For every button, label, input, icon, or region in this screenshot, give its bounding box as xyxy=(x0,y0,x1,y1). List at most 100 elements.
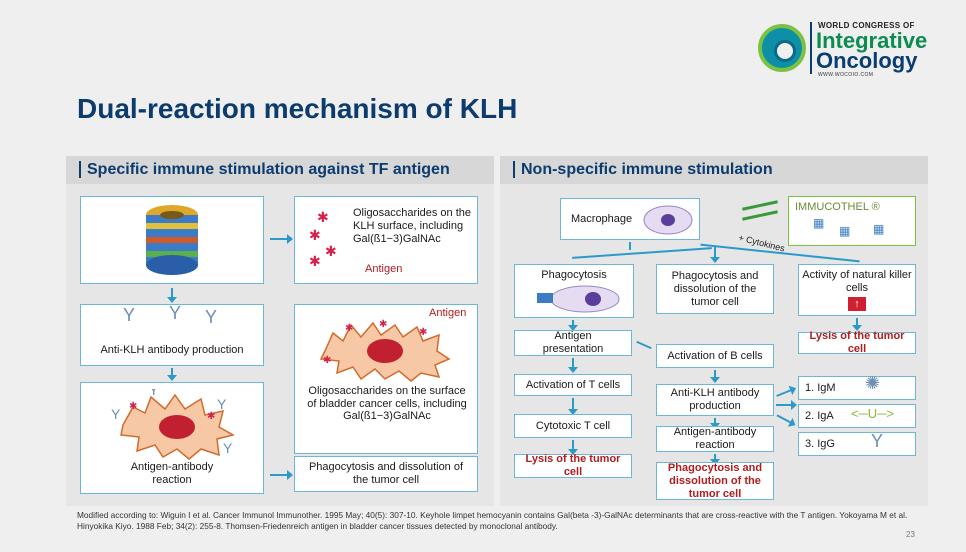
klh-molecule-icon: ▦ xyxy=(873,222,885,236)
left-phagocytosis-box: Phagocytosis and dissolution of the tumo… xyxy=(294,456,478,492)
arrow-cytotoxic-to-lysis xyxy=(568,440,578,455)
arrow-antiklh-to-reaction xyxy=(710,418,720,429)
lysis-nk-text: Lysis of the tumor cell xyxy=(809,330,905,355)
phagocyte-cell-icon xyxy=(537,285,620,313)
cancer-cell-icon: ✱ ✱ ✱ ✱ xyxy=(319,319,451,382)
oligo-klh-box: ✱ ✱ ✱ ✱ Oligosaccharides on the KLH surf… xyxy=(294,196,478,284)
phago-final-box: Phagocytosis and dissolution of the tumo… xyxy=(656,462,774,500)
svg-text:✱: ✱ xyxy=(323,355,331,366)
right-panel-heading: Non-specific immune stimulation xyxy=(500,156,928,184)
lysis-t-text: Lysis of the tumor cell xyxy=(525,453,621,478)
t-cells-text: Activation of T cells xyxy=(525,378,621,391)
phagocytosis-box: Phagocytosis xyxy=(514,264,634,318)
increase-arrow-icon: ↑ xyxy=(848,297,866,311)
congress-logo: WORLD CONGRESS OF Integrative Oncology W… xyxy=(758,18,948,80)
klh-molecule-icon: ▦ xyxy=(839,224,851,238)
svg-text:Y: Y xyxy=(111,406,121,422)
logo-mark-icon xyxy=(758,24,806,72)
arrow-to-iga xyxy=(776,400,797,410)
page-number: 23 xyxy=(906,530,915,539)
svg-text:Y: Y xyxy=(223,440,233,456)
antibody-production-box: Y Y Y Anti-KLH antibody production xyxy=(80,304,264,366)
phago-final-text: Phagocytosis and dissolution of the tumo… xyxy=(667,461,763,500)
arrow-reaction-to-phago xyxy=(270,470,293,480)
arrow-phago-to-presentation xyxy=(568,320,578,331)
iga-dimer-icon: <─U─> xyxy=(851,406,894,421)
svg-text:✱: ✱ xyxy=(207,411,215,422)
antigen-star-icon: ✱ xyxy=(325,243,337,259)
igg-box: 3. IgG Y xyxy=(798,432,916,456)
arrow-tcells-to-cytotoxic xyxy=(568,398,578,415)
macrophage-label: Macrophage xyxy=(571,212,633,225)
igm-text: 1. IgM xyxy=(805,381,836,394)
b-cells-text: Activation of B cells xyxy=(667,349,763,362)
t-cells-box: Activation of T cells xyxy=(514,374,632,396)
b-cells-box: Activation of B cells xyxy=(656,344,774,368)
oligo-klh-text: Oligosaccharides on the KLH surface, inc… xyxy=(353,207,472,245)
slide-title: Dual-reaction mechanism of KLH xyxy=(77,93,518,124)
ag-ab-reaction-text: Antigen-antibody reaction xyxy=(673,426,757,451)
phago-dissolution-text: Phagocytosis and dissolution of the tumo… xyxy=(671,269,759,308)
arrow-nk-to-lysis xyxy=(852,318,862,331)
logo-divider xyxy=(810,22,812,74)
immucothel-box: IMMUCOTHEL ® ▦ ▦ ▦ xyxy=(788,196,916,246)
antibody-icon: Y xyxy=(123,305,136,325)
nk-activity-box: Activity of natural killer cells ↑ xyxy=(798,264,916,316)
anti-klh-box: Anti-KLH antibody production xyxy=(656,384,774,416)
antigen-antibody-text: Antigen-antibody reaction xyxy=(130,461,214,486)
svg-text:✱: ✱ xyxy=(419,327,427,338)
macrophage-cell-icon xyxy=(643,205,693,235)
arrow-klh-to-oligo xyxy=(270,234,293,244)
ag-ab-reaction-box: Antigen-antibody reaction xyxy=(656,426,774,452)
nk-activity-text: Activity of natural killer cells xyxy=(802,269,912,294)
svg-text:✱: ✱ xyxy=(379,319,387,330)
antigen-star-icon: ✱ xyxy=(317,209,329,225)
arrow-antibody-to-reaction xyxy=(167,368,177,381)
cytotoxic-text: Cytotoxic T cell xyxy=(535,419,611,432)
phagocytosis-label: Phagocytosis xyxy=(541,269,607,281)
connector-line xyxy=(629,242,631,250)
antigen-presentation-box: Antigen presentation xyxy=(514,330,632,356)
logo-line-1: Integrative xyxy=(816,28,928,53)
igm-pentamer-icon: ✺ xyxy=(865,373,881,393)
svg-text:✱: ✱ xyxy=(345,323,353,334)
antigen-label: Antigen xyxy=(429,307,467,319)
arrow-presentation-to-tcells xyxy=(568,358,578,373)
antigen-antibody-cell-icon: Y Y Y Y ✱ ✱ xyxy=(111,389,235,460)
lysis-t-box: Lysis of the tumor cell xyxy=(514,453,632,478)
antigen-presentation-text: Antigen presentation xyxy=(542,330,604,355)
logo-line-2: Oncology xyxy=(816,48,918,73)
logo-url: WWW.WOCOIO.COM xyxy=(818,72,874,78)
klh-molecule-icon: ▦ xyxy=(813,216,825,230)
svg-text:Y: Y xyxy=(149,389,159,398)
cytotoxic-box: Cytotoxic T cell xyxy=(514,414,632,438)
footnote: Modified according to: Wiguin I et al. C… xyxy=(77,510,908,531)
antigen-star-icon: ✱ xyxy=(309,227,321,243)
arrow-to-phago-dissolution xyxy=(710,246,720,263)
klh-protein-icon xyxy=(146,205,198,275)
antigen-star-icon: ✱ xyxy=(309,253,321,269)
iga-box: 2. IgA <─U─> xyxy=(798,404,916,428)
iga-text: 2. IgA xyxy=(805,409,834,422)
cancer-cell-box: Antigen ✱ ✱ ✱ ✱ Oligosaccharides on the … xyxy=(294,304,478,454)
arrow-klh-to-antibody xyxy=(167,288,177,303)
svg-text:Y: Y xyxy=(217,396,227,412)
igg-text: 3. IgG xyxy=(805,437,835,450)
left-phagocytosis-text: Phagocytosis and dissolution of the tumo… xyxy=(308,461,464,486)
igg-icon: Y xyxy=(871,431,884,451)
cancer-cell-text: Oligosaccharides on the surface of bladd… xyxy=(307,385,467,422)
igm-box: 1. IgM ✺ xyxy=(798,373,916,400)
anti-klh-text: Anti-KLH antibody production xyxy=(670,387,760,412)
lysis-nk-box: Lysis of the tumor cell xyxy=(798,330,916,355)
immucothel-label: IMMUCOTHEL ® xyxy=(795,201,880,213)
arrow-bcells-to-antiklh xyxy=(710,370,720,383)
phago-dissolution-box: Phagocytosis and dissolution of the tumo… xyxy=(656,264,774,314)
macrophage-box: Macrophage xyxy=(560,198,700,240)
svg-text:✱: ✱ xyxy=(129,401,137,412)
antibody-icon: Y xyxy=(169,303,182,323)
antibody-production-text: Anti-KLH antibody production xyxy=(100,344,244,356)
antibody-icon: Y xyxy=(205,307,218,327)
logo-top-text: WORLD CONGRESS OF xyxy=(818,21,915,30)
antigen-label: Antigen xyxy=(365,263,403,275)
antigen-antibody-box: Y Y Y Y ✱ ✱ Antigen-antibody reaction xyxy=(80,382,264,494)
